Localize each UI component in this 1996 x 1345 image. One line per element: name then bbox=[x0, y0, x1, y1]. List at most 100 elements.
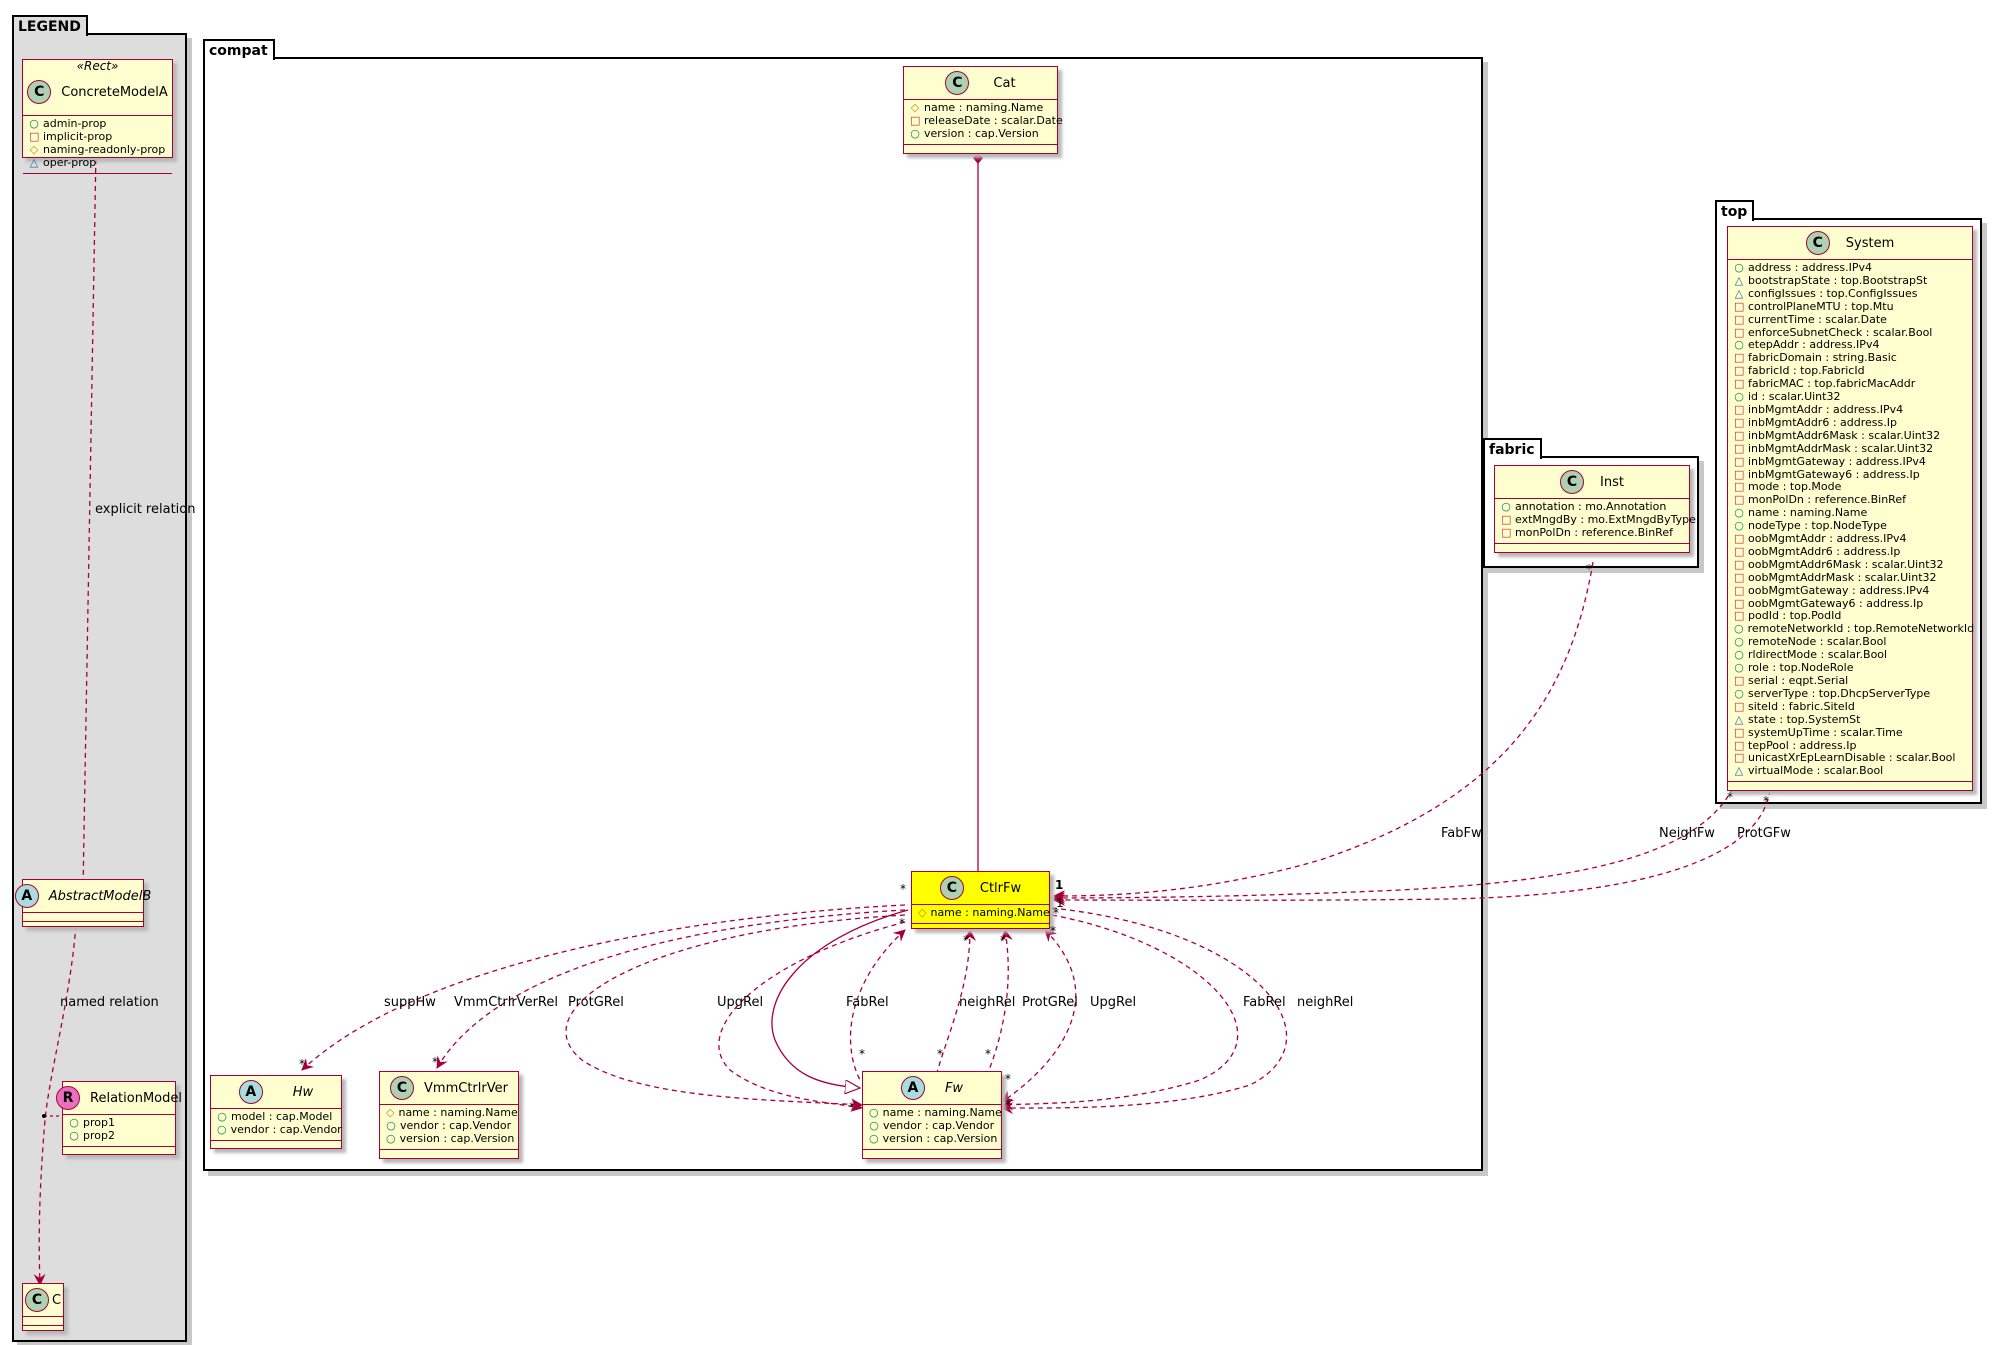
attribute-text: oobMgmtAddr : address.IPv4 bbox=[1748, 532, 1907, 546]
attribute: □fabricDomain : string.Basic bbox=[1734, 351, 1966, 365]
attribute-text: serial : eqpt.Serial bbox=[1748, 674, 1849, 687]
attribute: ○rldirectMode : scalar.Bool bbox=[1734, 648, 1966, 662]
attribute-list: ◇name : naming.Name □releaseDate : scala… bbox=[904, 100, 1063, 144]
attribute: ○ role : top.NodeRole bbox=[1734, 661, 1966, 675]
class-footer bbox=[1728, 781, 1972, 790]
class-fw: A Fw ○name : naming.Name ○vendor : cap.V… bbox=[862, 1071, 1002, 1159]
compat-package bbox=[203, 57, 1483, 1171]
visibility-icon: □ bbox=[1734, 596, 1745, 610]
attribute: □oobMgmtAddrMask : scalar.Uint32 bbox=[1734, 570, 1966, 585]
relation-label-neighrel-2: neighRel bbox=[1297, 995, 1354, 1010]
class-header: A Fw bbox=[863, 1072, 1001, 1105]
multiplicity-star: * bbox=[1586, 562, 1592, 576]
neighfw-edge bbox=[1053, 787, 1734, 904]
attribute: ○vendor : cap.Vendor bbox=[386, 1118, 512, 1132]
visibility-icon: ○ bbox=[1734, 390, 1744, 404]
class-vmmctrlrver: C VmmCtrlrVer ◇name : naming.Name ○vendo… bbox=[379, 1071, 519, 1159]
visibility-icon: □ bbox=[1734, 441, 1745, 455]
composition-diamond bbox=[973, 152, 983, 164]
visibility-icon: □ bbox=[1734, 454, 1745, 468]
neighrel-edge-2 bbox=[1001, 907, 1288, 1115]
multiplicity-star: * bbox=[1005, 1072, 1011, 1086]
attribute: △bootstrapState : top.BootstrapSt bbox=[1734, 274, 1966, 288]
class-c-icon: C bbox=[945, 71, 970, 95]
attribute-text: fabricId : top.FabricId bbox=[1748, 364, 1865, 378]
visibility-icon: □ bbox=[1734, 738, 1745, 752]
visibility-icon: △ bbox=[1734, 764, 1744, 778]
attribute: △ virtualMode : scalar.Bool bbox=[1734, 764, 1966, 778]
attribute: □enforceSubnetCheck : scalar.Bool bbox=[1734, 325, 1966, 340]
attribute-list: ○prop1 ○prop2 bbox=[63, 1115, 175, 1146]
attribute: ○remoteNetworkId : top.RemoteNetworkId bbox=[1734, 622, 1974, 636]
attribute: ○address : address.IPv4 bbox=[1734, 261, 1966, 275]
class-name: System bbox=[1845, 235, 1895, 251]
attribute: ○vendor : cap.Vendor bbox=[217, 1122, 342, 1136]
attribute-text: enforceSubnetCheck : scalar.Bool bbox=[1748, 325, 1933, 339]
class-c-icon: C bbox=[27, 80, 52, 104]
supphw-edge bbox=[301, 904, 906, 1071]
attribute: □extMngdBy : mo.ExtMngdByType bbox=[1501, 512, 1696, 526]
class-name: Hw bbox=[292, 1084, 314, 1100]
relation-label-upgrel: UpgRel bbox=[717, 995, 764, 1010]
attribute: ○prop2 bbox=[69, 1128, 115, 1142]
attribute: □fabricMAC : top.fabricMacAddr bbox=[1734, 377, 1966, 391]
attribute-text: remoteNode : scalar.Bool bbox=[1748, 635, 1887, 649]
visibility-icon: ○ bbox=[1734, 506, 1744, 520]
visibility-icon: □ bbox=[1734, 325, 1745, 339]
visibility-icon: □ bbox=[1734, 570, 1745, 584]
class-inst: C Inst ○annotation : mo.Annotation □extM… bbox=[1494, 465, 1696, 553]
visibility-icon: □ bbox=[1734, 609, 1745, 623]
visibility-icon: ○ bbox=[1734, 635, 1744, 649]
visibility-icon: □ bbox=[1734, 480, 1745, 494]
attribute-text: virtualMode : scalar.Bool bbox=[1748, 764, 1884, 778]
attribute-text: currentTime : scalar.Date bbox=[1748, 312, 1887, 326]
attribute-text: address : address.IPv4 bbox=[1748, 261, 1873, 274]
relation-label-fabrel: FabRel bbox=[846, 995, 889, 1010]
compat-package-tab: compat bbox=[203, 39, 275, 60]
attribute: □systemUpTime : scalar.Time bbox=[1734, 726, 1966, 740]
multiplicity-star: * bbox=[1005, 1098, 1011, 1112]
relation-label-protgrel-2: ProtGRel bbox=[1022, 995, 1078, 1010]
multiplicity-star: * bbox=[1763, 794, 1769, 808]
attribute: □currentTime : scalar.Date bbox=[1734, 312, 1966, 327]
attribute: △state : top.SystemSt bbox=[1734, 713, 1966, 727]
multiplicity-star: * bbox=[432, 1055, 438, 1069]
attribute: □oobMgmtAddr : address.IPv4 bbox=[1734, 532, 1966, 546]
relation-label-neighfw: NeighFw bbox=[1659, 826, 1715, 841]
attribute: ○etepAddr : address.IPv4 bbox=[1734, 339, 1966, 352]
generalization-edge bbox=[771, 909, 909, 1088]
class-header: C VmmCtrlrVer bbox=[380, 1072, 518, 1105]
class-c: C C bbox=[22, 1283, 64, 1331]
attribute: □inbMgmtAddr6Mask : scalar.Uint32 bbox=[1734, 429, 1966, 443]
visibility-icon: □ bbox=[1734, 467, 1745, 481]
attribute: ○prop1 bbox=[69, 1116, 115, 1129]
class-ctlrfw: C CtlrFw ◇name : naming.Name bbox=[911, 871, 1050, 929]
attribute: □oobMgmtGateway : address.IPv4 bbox=[1734, 584, 1966, 598]
visibility-icon: ○ bbox=[1734, 661, 1744, 675]
relation-label-vmmctrlrverrel: VmmCtrlrVerRel bbox=[454, 995, 558, 1010]
attribute: ○ remoteNode : scalar.Bool bbox=[1734, 635, 1966, 649]
visibility-icon: □ bbox=[1734, 699, 1745, 713]
attribute: □mode : top.Mode bbox=[1734, 481, 1966, 494]
attribute: ○version : cap.Version bbox=[869, 1131, 998, 1145]
attribute-text: unicastXrEpLearnDisable : scalar.Bool bbox=[1748, 751, 1956, 765]
visibility-icon: □ bbox=[1734, 674, 1745, 687]
class-header: C Inst bbox=[1495, 466, 1689, 499]
class-footer bbox=[23, 1317, 63, 1325]
class-name: CtlrFw bbox=[979, 880, 1022, 896]
attribute: □fabricId : top.FabricId bbox=[1734, 364, 1966, 378]
attribute: □unicastXrEpLearnDisable : scalar.Bool bbox=[1734, 752, 1966, 765]
attribute: □inbMgmtAddr : address.IPv4 bbox=[1734, 403, 1966, 417]
attribute: □podId : top.PodId bbox=[1734, 610, 1966, 623]
attribute: ○name : naming.Name bbox=[1734, 506, 1966, 520]
relation-label-upgrel-2: UpgRel bbox=[1090, 995, 1137, 1010]
class-header: R RelationModel bbox=[56, 1082, 182, 1115]
protgrel-edge bbox=[565, 914, 906, 1111]
class-c-icon: C bbox=[24, 1288, 49, 1312]
visibility-icon: □ bbox=[1734, 751, 1745, 765]
attribute-list: ○model : cap.Model ○vendor : cap.Vendor bbox=[211, 1109, 342, 1140]
attribute-text: role : top.NodeRole bbox=[1748, 661, 1854, 675]
visibility-icon: □ bbox=[1734, 351, 1745, 365]
attribute-text: siteId : fabric.SiteId bbox=[1748, 699, 1855, 713]
class-footer bbox=[1495, 542, 1689, 552]
